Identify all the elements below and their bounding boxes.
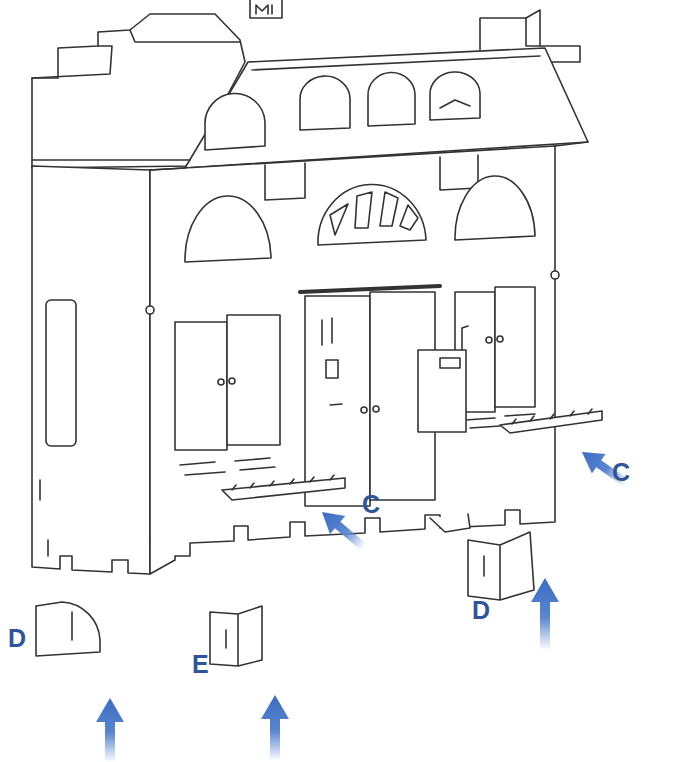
- door-slot: [322, 318, 342, 405]
- hanging-sign: [418, 350, 466, 432]
- slot: [71, 612, 73, 640]
- door-leaf: [305, 296, 370, 506]
- insert-arrow: [261, 695, 289, 761]
- part-letter: C: [610, 460, 632, 485]
- dormer-window: [368, 72, 415, 126]
- knob: [218, 379, 224, 385]
- knob: [486, 337, 492, 343]
- window-shutter: [175, 322, 227, 450]
- part-letter: C: [360, 492, 382, 517]
- chimney-side: [526, 10, 540, 46]
- flower-box: [222, 478, 345, 500]
- insert-arrow: [96, 698, 124, 762]
- side-wall: [32, 166, 150, 574]
- part-e: [36, 602, 100, 656]
- part-letter: D: [470, 598, 492, 623]
- dormer-window: [430, 72, 480, 120]
- cornice-line: [32, 159, 190, 161]
- eave-line: [150, 142, 588, 170]
- fan-window: [318, 184, 426, 245]
- arch-window: [455, 176, 535, 240]
- slot: [225, 630, 227, 648]
- part-letter: E: [190, 652, 211, 677]
- insert-arrow: [531, 578, 559, 650]
- chimney-mark: [256, 5, 272, 14]
- sill-dash: [180, 458, 275, 475]
- knob: [229, 378, 235, 384]
- door-panel: [326, 360, 338, 378]
- window-shutter: [495, 287, 535, 407]
- fan-panes: [330, 192, 418, 235]
- sign-hook: [462, 326, 468, 350]
- tab: [430, 514, 470, 532]
- chimney: [250, 0, 282, 18]
- box-teeth: [232, 475, 334, 490]
- part-d: [210, 606, 262, 666]
- dormer-window: [205, 93, 265, 150]
- arch-window: [185, 196, 271, 262]
- part-letter: D: [6, 626, 28, 651]
- dormer-window: [300, 76, 350, 130]
- side-slot: [40, 480, 48, 556]
- window-shutter: [227, 315, 280, 445]
- knob: [361, 407, 367, 413]
- part-d: [468, 532, 534, 600]
- sign-slot: [440, 358, 460, 368]
- corner-peg: [551, 271, 559, 279]
- slot: [483, 556, 485, 576]
- insert-arrow: [575, 442, 633, 493]
- box-teeth: [512, 409, 592, 424]
- knob: [373, 406, 379, 412]
- knob: [497, 336, 503, 342]
- corner-peg: [146, 306, 154, 314]
- side-window: [46, 300, 76, 446]
- flower-box: [500, 411, 602, 433]
- roof-trim: [252, 56, 540, 70]
- front-wall: [150, 146, 555, 574]
- door-rail: [300, 286, 440, 292]
- gable-lines: [32, 30, 240, 78]
- window-tab: [440, 100, 470, 108]
